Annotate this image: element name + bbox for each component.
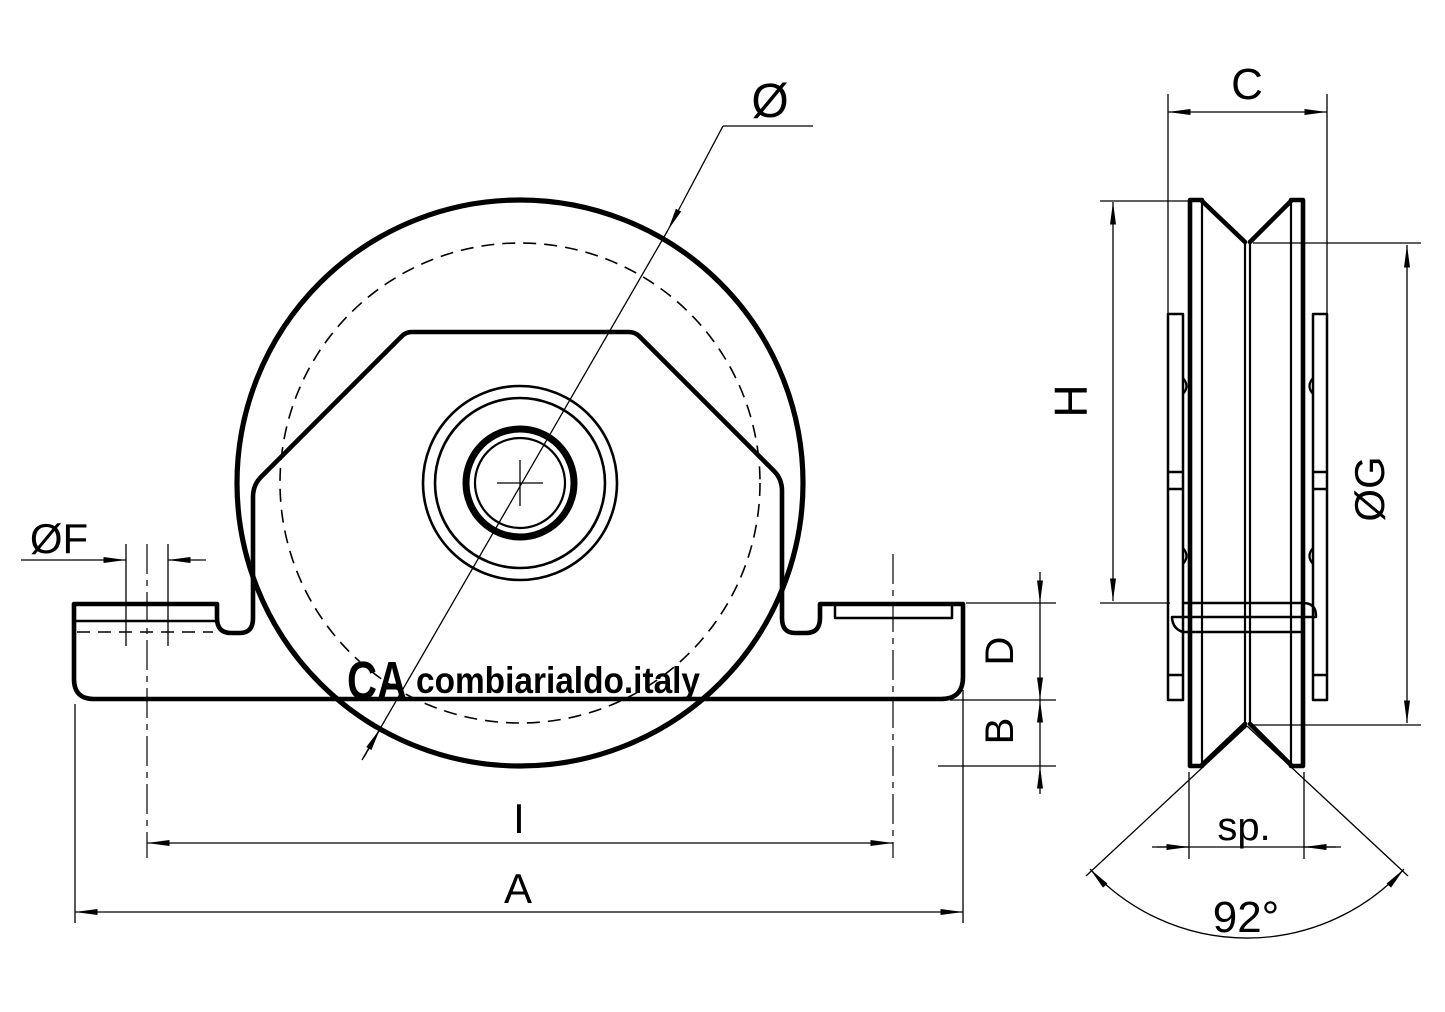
side-bracket bbox=[1166, 312, 1329, 702]
leader-chord bbox=[361, 229, 669, 761]
c-extension-lines bbox=[1167, 94, 1328, 316]
dim-label-holes-distance: I bbox=[513, 795, 525, 842]
bearing-ring bbox=[462, 425, 578, 541]
dim-label-overall-width: C bbox=[1231, 60, 1263, 109]
dim-label-wheel-protrusion: B bbox=[978, 718, 1022, 745]
groove-root-circle-hidden bbox=[279, 242, 761, 724]
hub-boss-inner bbox=[433, 396, 607, 570]
wing-chamfer-ticks bbox=[1182, 377, 1314, 565]
flange-details bbox=[72, 602, 954, 623]
h-extension-lines bbox=[1100, 200, 1188, 604]
angle-construction-lines bbox=[1085, 725, 1409, 877]
dim-label-support-depth: D bbox=[978, 637, 1022, 666]
angle-arc bbox=[1089, 868, 1405, 939]
rim-inner-edges bbox=[1200, 202, 1293, 765]
rim-outline bbox=[1187, 197, 1306, 769]
dim-label-groove-angle: 92° bbox=[1213, 893, 1280, 942]
dim-depth-protrusion: D B bbox=[938, 572, 1056, 794]
dim-label-groove-diameter: ØG bbox=[1346, 456, 1393, 521]
dim-slot-diameter: ØF bbox=[21, 515, 206, 646]
front-view: Ø ØF D B I A bbox=[21, 75, 1056, 923]
brand-name: combiarialdo.italy bbox=[416, 660, 700, 701]
dim-label-wheel-thickness: sp. bbox=[1217, 805, 1270, 849]
diameter-leader: Ø bbox=[361, 75, 813, 761]
side-view: C H ØG sp. 92° bbox=[1045, 60, 1421, 942]
front-bracket bbox=[71, 329, 966, 702]
center-cross bbox=[497, 460, 543, 506]
dim-support-height: H bbox=[1045, 200, 1188, 604]
front-wheel bbox=[234, 197, 806, 769]
dim-groove-angle: 92° bbox=[1085, 725, 1409, 942]
leader-segment-bottom bbox=[363, 728, 381, 758]
leader-segment-top bbox=[667, 125, 724, 231]
dim-label-slot-diameter: ØF bbox=[30, 515, 88, 562]
dim-label-overall-length: A bbox=[504, 865, 532, 912]
dim-holes-distance: I bbox=[147, 795, 893, 846]
dim-overall-length: A bbox=[74, 690, 964, 923]
bearing-bore bbox=[473, 436, 567, 530]
dim-label-wheel-diameter: Ø bbox=[751, 75, 788, 128]
slot-centerlines bbox=[146, 544, 894, 858]
dim-overall-width: C bbox=[1167, 60, 1328, 316]
hub-boss-outer bbox=[421, 384, 619, 582]
brand-logo: CA combiarialdo.italy bbox=[347, 651, 700, 711]
dim-groove-diameter: ØG bbox=[1253, 242, 1421, 726]
side-wheel bbox=[1187, 197, 1306, 769]
bracket-outline bbox=[71, 329, 966, 702]
base-plate-section bbox=[1170, 601, 1318, 634]
og-extension-lines bbox=[1253, 242, 1421, 726]
a-extension-lines bbox=[74, 690, 964, 923]
dim-label-support-height: H bbox=[1045, 384, 1097, 417]
brand-mark: CA bbox=[347, 651, 407, 711]
dim-wheel-thickness: sp. bbox=[1152, 772, 1341, 859]
wheel-outer-circle bbox=[234, 197, 806, 769]
wing-plates bbox=[1166, 312, 1329, 702]
